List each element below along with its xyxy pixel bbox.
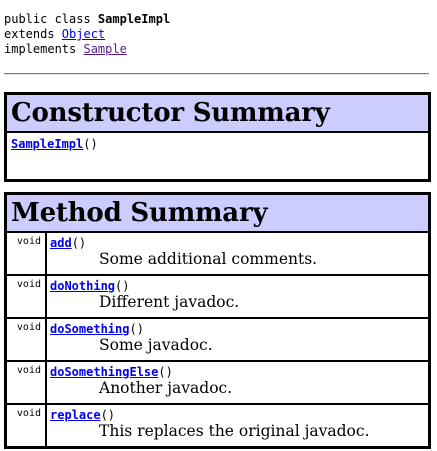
- method-comment: Some additional comments.: [99, 250, 318, 268]
- method-link-do-something-else[interactable]: doSomethingElse: [50, 365, 159, 379]
- constructor-signature: SampleImpl(): [11, 137, 98, 151]
- method-description-cell: add() Some additional comments.: [46, 232, 429, 275]
- method-params: (): [115, 279, 130, 293]
- constructor-row: SampleImpl(): [6, 132, 429, 180]
- method-signature: replace(): [50, 408, 425, 422]
- method-summary-table: Method Summary void add() Some additiona…: [4, 192, 431, 449]
- declaration-prefix-extends: extends: [4, 27, 62, 41]
- method-params: (): [129, 322, 144, 336]
- method-signature: doNothing(): [50, 279, 425, 293]
- method-link-add[interactable]: add: [50, 236, 72, 250]
- method-description-cell: doSomething() Some javadoc.: [46, 318, 429, 361]
- method-comment: Another javadoc.: [99, 379, 233, 397]
- method-signature: doSomethingElse(): [50, 365, 425, 379]
- method-row: void replace() This replaces the origina…: [6, 404, 429, 447]
- class-name: SampleImpl: [97, 12, 171, 26]
- method-summary-header: Method Summary: [6, 194, 429, 232]
- declaration-prefix-class: public class: [4, 12, 98, 26]
- method-return-type: void: [6, 232, 46, 275]
- method-row: void doSomething() Some javadoc.: [6, 318, 429, 361]
- superclass-link[interactable]: Object: [61, 27, 106, 41]
- constructor-params: (): [83, 137, 98, 151]
- method-summary-header-row: Method Summary: [6, 194, 429, 232]
- method-summary-title: Method Summary: [11, 198, 268, 228]
- method-return-type: void: [6, 361, 46, 404]
- method-params: (): [100, 408, 116, 422]
- interface-link[interactable]: Sample: [83, 42, 127, 56]
- constructor-link[interactable]: SampleImpl: [11, 137, 84, 151]
- constructor-summary-title: Constructor Summary: [11, 98, 330, 128]
- method-comment: This replaces the original javadoc.: [99, 422, 370, 440]
- method-description-cell: doNothing() Different javadoc.: [46, 275, 429, 318]
- method-link-replace[interactable]: replace: [50, 408, 101, 422]
- constructor-cell: SampleImpl(): [6, 132, 429, 180]
- method-return-type: void: [6, 318, 46, 361]
- method-params: (): [71, 236, 87, 250]
- method-comment: Different javadoc.: [99, 293, 240, 311]
- horizontal-divider: [4, 73, 429, 75]
- method-row: void doSomethingElse() Another javadoc.: [6, 361, 429, 404]
- constructor-summary-header: Constructor Summary: [6, 94, 429, 132]
- method-description-cell: doSomethingElse() Another javadoc.: [46, 361, 429, 404]
- method-row: void doNothing() Different javadoc.: [6, 275, 429, 318]
- method-link-do-nothing[interactable]: doNothing: [50, 279, 116, 293]
- method-link-do-something[interactable]: doSomething: [50, 322, 130, 336]
- method-signature: add(): [50, 236, 425, 250]
- method-signature: doSomething(): [50, 322, 425, 336]
- method-return-type: void: [6, 404, 46, 447]
- method-return-type: void: [6, 275, 46, 318]
- declaration-prefix-implements: implements: [4, 42, 84, 56]
- constructor-summary-table: Constructor Summary SampleImpl(): [4, 92, 431, 182]
- class-declaration: public class SampleImpl extends Object i…: [4, 12, 170, 57]
- method-description-cell: replace() This replaces the original jav…: [46, 404, 429, 447]
- method-comment: Some javadoc.: [99, 336, 213, 354]
- method-row: void add() Some additional comments.: [6, 232, 429, 275]
- method-params: (): [158, 365, 173, 379]
- constructor-summary-header-row: Constructor Summary: [6, 94, 429, 132]
